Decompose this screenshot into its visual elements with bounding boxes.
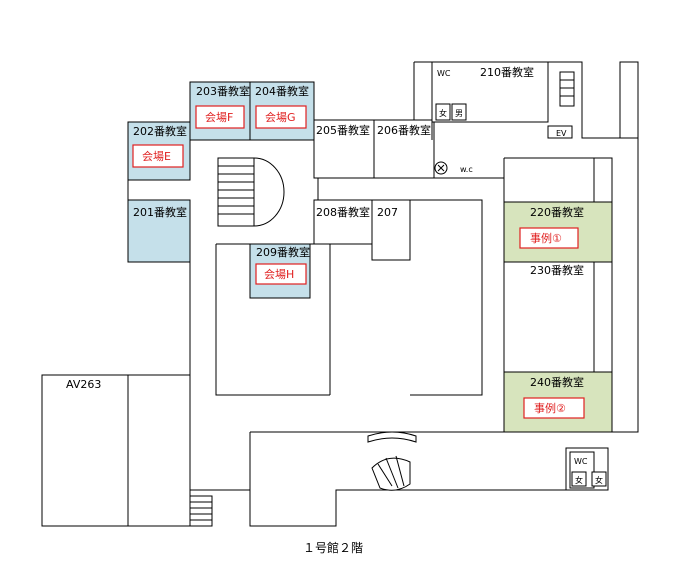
room-207-label: 207 [377,206,398,219]
venue-h-label: 会場H [264,268,294,281]
wc-lower [569,451,607,489]
venue-f-label: 会場F [205,111,233,124]
room-240-label: 240番教室 [530,375,584,389]
spiral-staircase [367,431,417,491]
case-1-box [519,227,579,249]
venue-g-label: 会場G [265,111,296,124]
elevator-area [547,71,575,139]
room-205-label: 205番教室 [316,123,370,137]
room-av263 [41,374,191,527]
floor-caption: １号館２階 [303,540,363,555]
room-220-label: 220番教室 [530,205,584,219]
room-208 [313,199,373,245]
room-208-label: 208番教室 [316,205,370,219]
wc-upper-female: 女 [439,108,447,118]
room-206 [373,119,435,179]
venue-e-label: 会場E [142,150,171,163]
room-202-label: 202番教室 [133,124,187,138]
venue-h-box [255,263,307,285]
wc-lower-label: WC [574,457,588,466]
elevator-label: EV [556,129,567,138]
wc-mid [434,161,448,175]
room-230-label: 230番教室 [530,263,584,277]
venue-e-box [132,144,184,168]
room-209-label: 209番教室 [256,245,310,259]
room-207 [371,199,411,261]
central-staircase [217,157,285,227]
wc-upper-label: WC [437,69,451,78]
wc-lower-female-2: 女 [595,475,603,485]
venue-f-box [195,105,245,129]
room-av263-label: AV263 [66,378,101,391]
room-203-label: 203番教室 [196,84,250,98]
room-204-label: 204番教室 [255,84,309,98]
wc-mid-label: w.c [460,165,473,174]
stairs-lower-left [189,495,213,527]
room-205 [313,119,375,179]
room-201-label: 201番教室 [133,205,187,219]
wc-lower-female-1: 女 [575,475,583,485]
venue-g-box [255,105,307,129]
wc-upper [431,62,467,140]
case-1-label: 事例① [530,231,562,245]
room-201 [127,199,191,263]
room-210-label: 210番教室 [480,65,534,79]
case-2-box [523,397,585,419]
wc-upper-male: 男 [455,109,463,118]
case-2-label: 事例② [534,401,566,415]
room-206-label: 206番教室 [377,123,431,137]
